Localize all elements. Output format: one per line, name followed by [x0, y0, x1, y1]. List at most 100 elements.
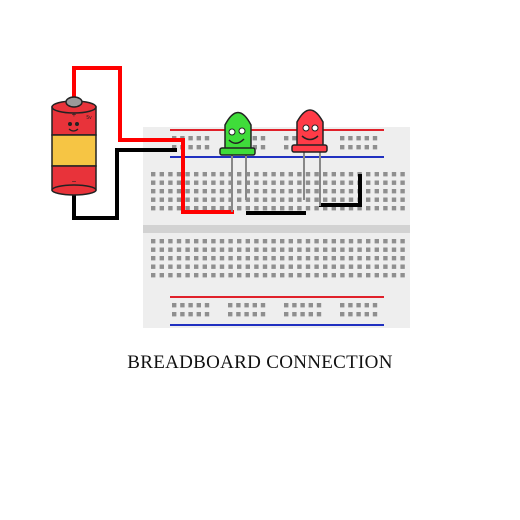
terminal-hole — [194, 206, 199, 211]
terminal-hole — [314, 273, 319, 278]
terminal-hole — [237, 172, 242, 177]
terminal-hole — [348, 172, 354, 177]
terminal-hole — [297, 180, 302, 185]
rail-hole — [292, 303, 297, 308]
terminal-hole — [323, 206, 328, 211]
red-led-base — [291, 144, 328, 153]
battery-minus-label: − — [72, 177, 77, 186]
terminal-hole — [391, 273, 397, 278]
terminal-hole — [297, 247, 302, 252]
terminal-hole — [151, 197, 156, 202]
terminal-hole — [202, 197, 207, 202]
terminal-hole — [348, 239, 354, 244]
terminal-hole — [185, 189, 190, 194]
terminal-hole — [228, 172, 233, 177]
terminal-hole — [340, 180, 345, 185]
terminal-hole — [383, 189, 388, 194]
terminal-hole — [202, 239, 207, 244]
rail-hole — [340, 312, 345, 317]
terminal-hole — [348, 189, 354, 194]
terminal-hole — [357, 264, 362, 269]
terminal-hole — [194, 273, 199, 278]
terminal-hole — [340, 264, 345, 269]
green-led — [219, 111, 256, 212]
terminal-hole — [280, 264, 285, 269]
terminal-hole — [383, 273, 388, 278]
rail-hole — [316, 303, 322, 308]
terminal-hole — [237, 206, 242, 211]
terminal-hole — [391, 256, 397, 261]
terminal-hole — [297, 273, 302, 278]
terminal-hole — [245, 247, 250, 252]
rail-hole — [348, 312, 353, 317]
terminal-hole — [237, 247, 242, 252]
terminal-hole — [357, 256, 362, 261]
terminal-hole — [331, 172, 336, 177]
terminal-hole — [219, 239, 225, 244]
terminal-hole — [176, 273, 182, 278]
terminal-hole — [280, 247, 285, 252]
terminal-hole — [228, 239, 233, 244]
wires — [72, 66, 362, 220]
rail-hole — [356, 312, 361, 317]
terminal-hole — [305, 264, 311, 269]
terminal-hole — [280, 273, 285, 278]
terminal-hole — [159, 239, 164, 244]
terminal-hole — [297, 172, 302, 177]
terminal-hole — [366, 247, 371, 252]
rail-hole — [340, 145, 345, 150]
battery-face-eye-left — [68, 122, 72, 126]
rail-hole — [364, 312, 369, 317]
rail-hole — [172, 312, 177, 317]
terminal-hole — [314, 197, 319, 202]
terminal-hole — [323, 180, 328, 185]
terminal-hole — [305, 189, 311, 194]
terminal-hole — [211, 273, 216, 278]
breadboard-center-channel — [143, 225, 410, 233]
rail-hole — [372, 136, 378, 141]
terminal-hole — [168, 189, 173, 194]
rail-hole — [348, 136, 353, 141]
terminal-hole — [374, 273, 379, 278]
terminal-hole — [176, 180, 182, 185]
terminal-hole — [271, 256, 276, 261]
terminal-hole — [185, 180, 190, 185]
rail-hole — [348, 145, 353, 150]
terminal-hole — [202, 273, 207, 278]
rail-hole — [204, 145, 210, 150]
terminal-hole — [254, 239, 259, 244]
terminal-hole — [357, 273, 362, 278]
rail-hole — [372, 303, 378, 308]
terminal-hole — [323, 256, 328, 261]
terminal-hole — [271, 206, 276, 211]
rail-hole — [236, 312, 241, 317]
terminal-hole — [219, 264, 225, 269]
terminal-hole — [202, 256, 207, 261]
terminal-hole — [366, 264, 371, 269]
terminal-hole — [176, 247, 182, 252]
green-led-mouth — [228, 138, 245, 144]
terminal-hole — [237, 239, 242, 244]
terminal-hole — [254, 256, 259, 261]
terminal-hole — [271, 247, 276, 252]
rail-hole — [196, 136, 201, 141]
terminal-hole — [357, 247, 362, 252]
terminal-hole — [374, 256, 379, 261]
terminal-hole — [305, 180, 311, 185]
terminal-hole — [151, 180, 156, 185]
terminal-hole — [271, 197, 276, 202]
rail-hole — [364, 145, 369, 150]
terminal-hole — [159, 264, 164, 269]
terminal-hole — [400, 273, 405, 278]
terminal-hole — [383, 172, 388, 177]
terminal-hole — [168, 273, 173, 278]
red-led — [291, 109, 328, 206]
terminal-hole — [202, 247, 207, 252]
terminal-hole — [254, 206, 259, 211]
terminal-hole — [305, 273, 311, 278]
terminal-hole — [211, 172, 216, 177]
terminal-hole — [288, 264, 293, 269]
battery-bottom-cap — [51, 184, 97, 196]
terminal-hole — [219, 247, 225, 252]
terminal-hole — [151, 206, 156, 211]
